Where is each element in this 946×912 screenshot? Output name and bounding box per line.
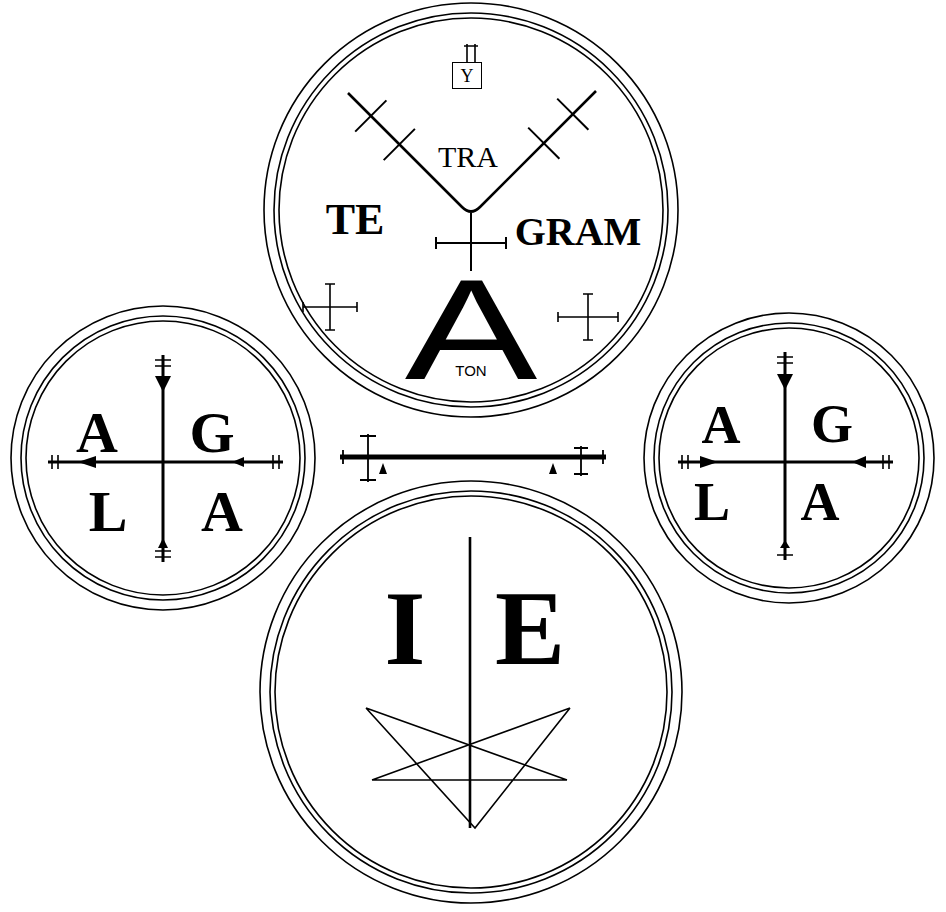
arrow-mark xyxy=(155,376,171,392)
circle-ring xyxy=(11,306,315,610)
seal-letter: Y xyxy=(461,67,474,85)
seal-letter: L xyxy=(89,483,128,541)
v-arms xyxy=(348,91,596,212)
circle-ring xyxy=(659,328,919,588)
seal-letter: A xyxy=(801,475,840,529)
seal-letter: E xyxy=(495,576,565,681)
star-figure xyxy=(366,708,570,828)
left-cross xyxy=(48,355,283,562)
seal-letter: A xyxy=(702,398,741,452)
arrow-mark xyxy=(700,456,718,468)
seal-circle: IE xyxy=(259,480,683,904)
seal-circle: AGLA xyxy=(10,305,316,611)
seal-letter: L xyxy=(694,475,730,529)
seal-letter: G xyxy=(811,397,853,451)
seal-letter: TON xyxy=(455,363,486,378)
left-ticks xyxy=(52,360,279,557)
circle-ring xyxy=(264,3,678,417)
circle-ring xyxy=(21,316,305,600)
circle-ring xyxy=(26,321,300,595)
seal-letter: GRAM xyxy=(515,212,642,252)
circle-ring xyxy=(260,481,682,903)
small-cross xyxy=(558,294,618,340)
circle-outline xyxy=(643,312,935,604)
seal-letter: TRA xyxy=(438,142,498,172)
arrow-mark xyxy=(780,540,790,548)
seal-letter: A xyxy=(405,259,538,401)
circle-ring xyxy=(654,323,924,593)
middle-bar xyxy=(340,455,606,460)
arrow-mark xyxy=(158,538,168,548)
bottom-stem xyxy=(469,537,472,828)
circle-ring xyxy=(270,491,672,893)
circle-outline xyxy=(259,480,683,904)
seal-circle: AGLA xyxy=(643,312,935,604)
circle-ring xyxy=(279,18,663,402)
circle-ring xyxy=(275,496,667,888)
arrow-mark xyxy=(379,463,387,474)
circle-ring xyxy=(274,13,668,407)
seal-letter: A xyxy=(76,404,118,462)
right-ticks xyxy=(682,357,889,555)
seal-letter: I xyxy=(385,576,426,681)
top-ticks xyxy=(464,44,478,62)
arrow-mark xyxy=(852,456,866,468)
circle-ring xyxy=(644,313,934,603)
letter-box: Y xyxy=(452,62,482,89)
seal-circle: TE TRA GRAM ATON Y xyxy=(263,2,679,418)
arrow-mark xyxy=(777,374,793,390)
middle-ticks xyxy=(343,434,603,482)
seal-letter: G xyxy=(189,404,234,462)
small-cross xyxy=(303,284,357,330)
seal-letter: TE xyxy=(326,198,385,242)
circle-outline xyxy=(10,305,316,611)
arrow-mark xyxy=(549,463,557,474)
right-cross xyxy=(678,352,893,560)
seal-letter: A xyxy=(201,483,243,541)
